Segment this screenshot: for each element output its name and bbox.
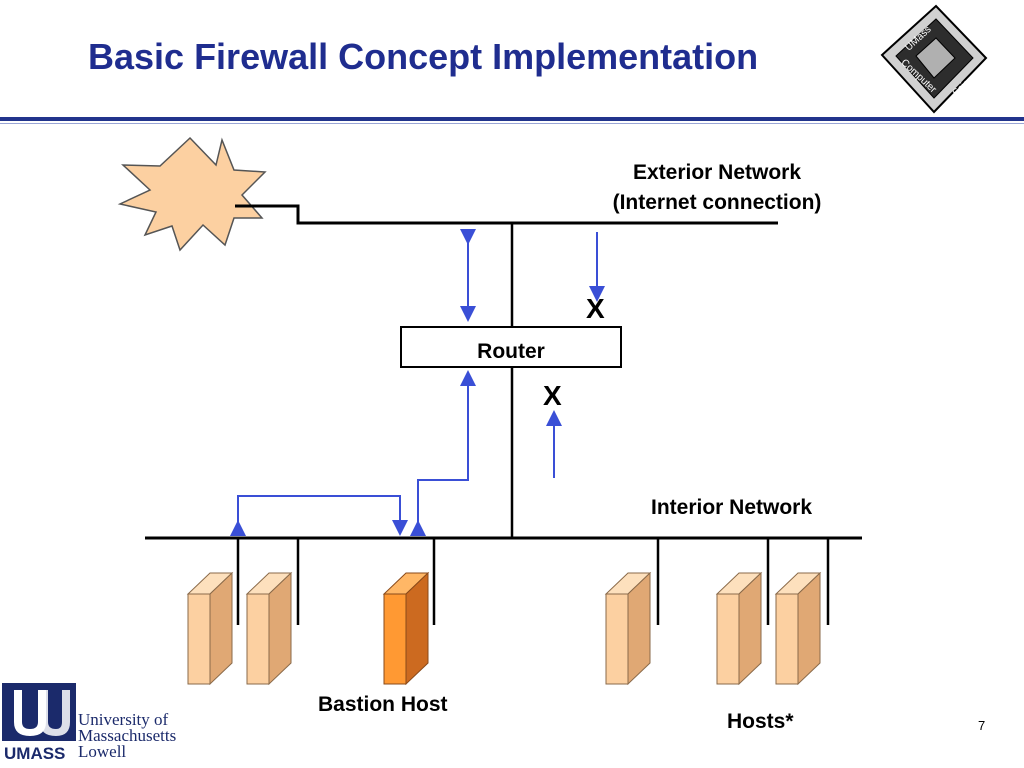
blocked-mark-inbound: X <box>586 293 605 324</box>
umass-cs-badge: UMass Lowell Computer Science <box>880 4 988 114</box>
umass-logo-mark <box>2 683 76 741</box>
internet-starburst-icon <box>117 136 267 252</box>
host-box <box>245 571 293 686</box>
host-to-bastion-arrow <box>230 495 408 536</box>
host-box <box>186 571 234 686</box>
bastion-to-router-arrow <box>410 370 476 536</box>
exterior-network-label: Exterior Network (Internet connection) <box>572 158 862 218</box>
router-label: Router <box>477 340 545 363</box>
exterior-network-line <box>235 204 778 225</box>
university-logo-text: University of Massachusetts Lowell <box>78 710 177 761</box>
logo-line-massachusetts: Massachusetts <box>78 726 177 745</box>
host-box <box>774 571 822 686</box>
bastion-host-box <box>382 571 430 686</box>
hosts-label: Hosts* <box>727 710 794 733</box>
logo-line-lowell: Lowell <box>78 742 127 761</box>
slide-title: Basic Firewall Concept Implementation <box>88 36 759 77</box>
exterior-network-label-line1: Exterior Network <box>632 161 802 184</box>
exterior-network-label-line2: (Internet connection) <box>612 191 822 214</box>
router-box <box>400 326 622 368</box>
host-box <box>715 571 763 686</box>
page-number: 7 <box>978 718 986 733</box>
host-box <box>604 571 652 686</box>
title-divider-thin <box>0 123 1024 124</box>
interior-network-label: Interior Network <box>651 496 813 519</box>
umass-wordmark: UMASS <box>4 744 66 763</box>
bastion-host-label: Bastion Host <box>318 693 448 716</box>
logo-line-university: University of <box>78 710 169 729</box>
blocked-mark-outbound: X <box>543 380 562 411</box>
title-divider <box>0 117 1024 121</box>
